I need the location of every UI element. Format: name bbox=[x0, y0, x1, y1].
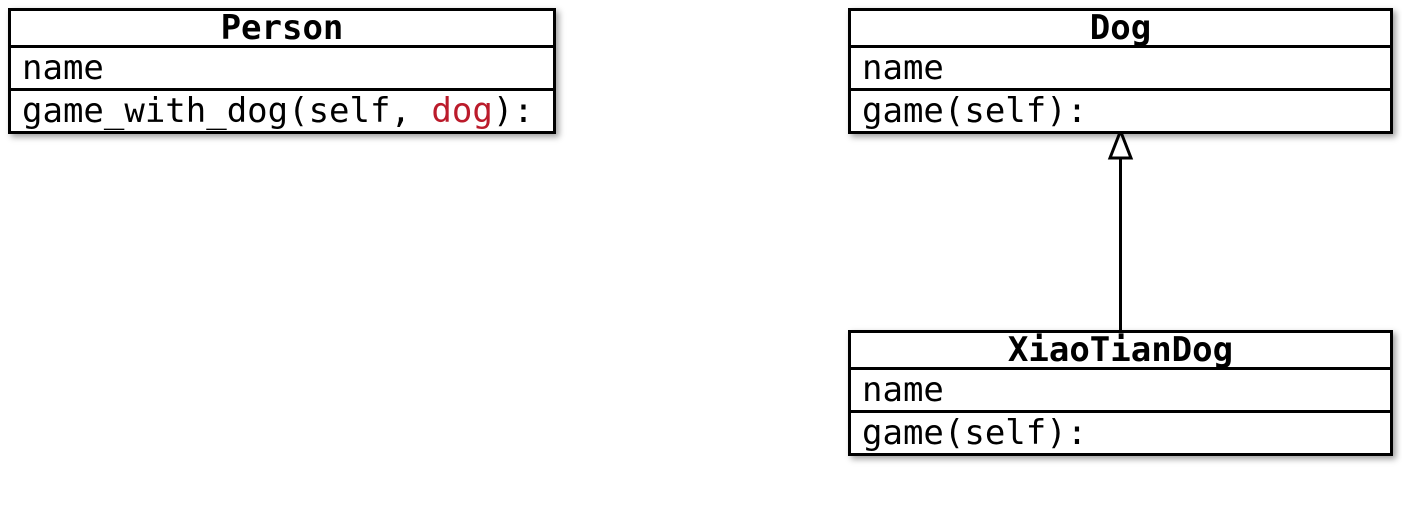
inheritance-arrow-head bbox=[1107, 126, 1134, 160]
class-attribute-dog: name bbox=[851, 45, 1390, 88]
class-method-person: game_with_dog(self, dog): bbox=[11, 88, 553, 131]
class-title-dog: Dog bbox=[1089, 8, 1152, 48]
class-box-xiaotiandog: XiaoTianDog name game(self): bbox=[848, 330, 1393, 456]
class-method-xiaotiandog: game(self): bbox=[851, 410, 1390, 453]
method-arg-highlight: dog bbox=[431, 91, 493, 131]
class-attribute-person: name bbox=[11, 45, 553, 88]
class-title-xiaotiandog: XiaoTianDog bbox=[1007, 330, 1234, 370]
class-box-person: Person name game_with_dog(self, dog): bbox=[8, 8, 556, 134]
class-attribute-xiaotiandog: name bbox=[851, 367, 1390, 410]
method-text-prefix: game_with_dog(self, bbox=[22, 91, 432, 131]
class-title-person: Person bbox=[220, 8, 344, 48]
class-box-dog: Dog name game(self): bbox=[848, 8, 1393, 134]
class-method-dog: game(self): bbox=[851, 88, 1390, 131]
method-text-suffix: ): bbox=[492, 91, 534, 131]
